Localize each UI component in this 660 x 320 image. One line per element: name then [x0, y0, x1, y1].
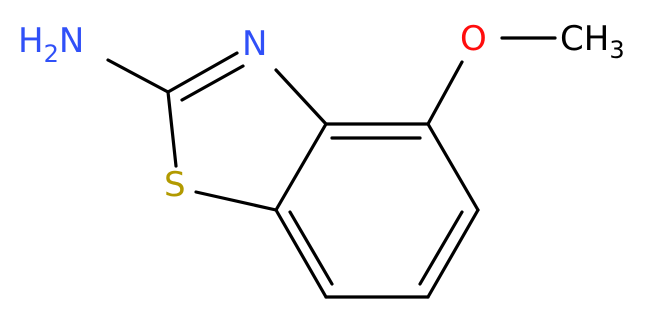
bond-c2-n3: [166, 51, 239, 94]
bond-c2-n3-second: [180, 64, 245, 102]
bond-c5-c6: [426, 208, 480, 299]
amine-h: H: [18, 21, 44, 61]
amine-subscript: 2: [44, 40, 59, 68]
bond-s1-c7a: [194, 190, 278, 212]
methyl-subscript: 3: [609, 36, 624, 64]
atom-methyl: CH3: [560, 19, 625, 64]
bond-c4-oxygen: [426, 60, 464, 126]
bond-c5-c6-inner: [418, 210, 464, 286]
atom-label-layer: H2N N S O CH3: [18, 19, 625, 205]
atom-sulfur: S: [164, 165, 186, 205]
bond-c7-c7a-inner: [288, 210, 334, 286]
bond-c7-c7a: [274, 208, 328, 299]
atom-amine: H2N: [18, 21, 84, 68]
atom-ring-nitrogen: N: [242, 24, 267, 64]
amine-n: N: [59, 21, 84, 61]
bond-c4-c5: [426, 122, 480, 212]
bond-c2-s1: [166, 90, 178, 168]
methyl-ch: CH: [560, 19, 609, 59]
bond-c7a-c3a: [274, 122, 328, 212]
bond-layer: [106, 36, 557, 299]
atom-oxygen: O: [460, 19, 487, 59]
bond-amine-c2: [106, 58, 170, 94]
bond-n3-c3a: [274, 68, 328, 126]
